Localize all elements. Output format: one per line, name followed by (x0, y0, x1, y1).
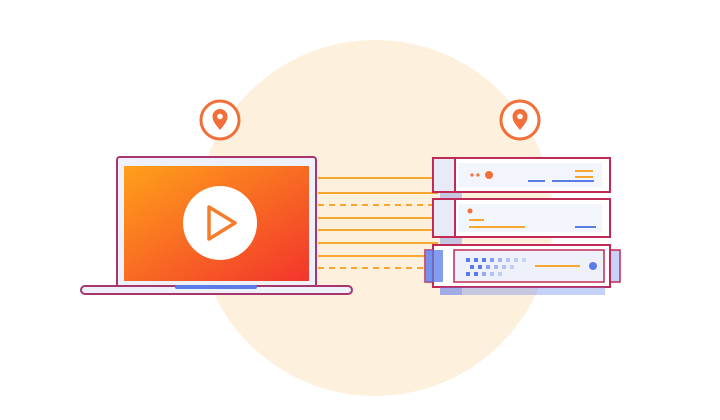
status-light (589, 262, 597, 270)
laptop-trackpad-notch (175, 285, 257, 289)
status-light (485, 171, 493, 179)
play-icon[interactable] (183, 186, 257, 260)
server-unit (432, 157, 611, 193)
status-light (476, 173, 480, 177)
laptop (80, 156, 353, 295)
server-stack (424, 157, 621, 295)
map-pin-icon (499, 99, 541, 141)
server-unit (424, 244, 621, 295)
status-light (470, 173, 474, 177)
server-unit (432, 198, 611, 238)
connection-lines (318, 177, 438, 269)
indicator-grid (466, 258, 526, 276)
map-pin-icon (199, 99, 241, 141)
status-light (467, 208, 473, 214)
